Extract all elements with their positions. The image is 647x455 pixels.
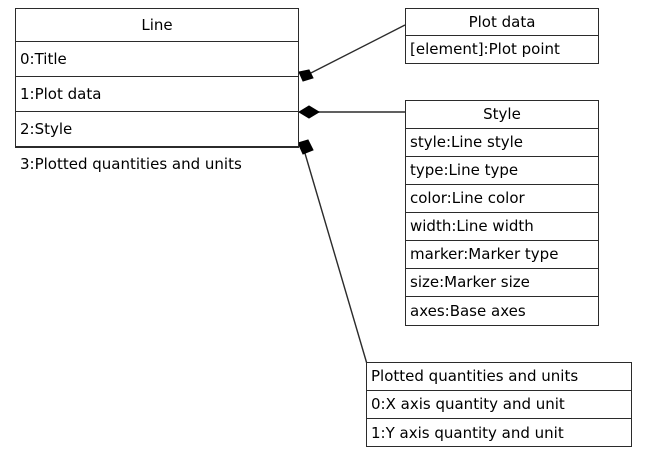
class-attribute-row: style:Line style [406, 129, 598, 157]
class-attribute-row: 1:Plot data [16, 77, 298, 112]
class-attribute-row: color:Line color [406, 185, 598, 213]
filled-diamond-icon [297, 139, 314, 155]
class-attribute-row: [element]:Plot point [410, 40, 560, 58]
class-attribute-row: 2:Style [16, 112, 298, 147]
class-title-plot-data: Plot data [406, 9, 598, 36]
class-title-plotted-quantities: Plotted quantities and units [367, 363, 631, 391]
filled-diamond-icon [298, 69, 314, 82]
class-attribute-row: size:Marker size [406, 269, 598, 297]
class-attribute-row: type:Line type [406, 157, 598, 185]
class-attribute-row: width:Line width [406, 213, 598, 241]
connector-line-to-plotted-quantities [297, 139, 368, 365]
class-box-plotted-quantities[interactable]: Plotted quantities and units 0:X axis qu… [366, 362, 632, 447]
class-attribute-row: marker:Marker type [406, 241, 598, 269]
class-attribute-row: 0:X axis quantity and unit [367, 391, 631, 419]
class-box-line[interactable]: Line 0:Title 1:Plot data 2:Style 3:Plott… [15, 8, 299, 172]
connector-line-to-plot-data [298, 24, 406, 82]
class-box-plot-data[interactable]: Plot data [element]:Plot point [405, 8, 599, 64]
class-title-style: Style [406, 101, 598, 129]
class-box-style[interactable]: Style style:Line style type:Line type co… [405, 100, 599, 326]
connector-line-to-style [298, 105, 405, 119]
filled-diamond-icon [298, 105, 320, 119]
class-attribute-row: axes:Base axes [410, 301, 526, 320]
class-attribute-row: 0:Title [16, 42, 298, 77]
class-title-line: Line [16, 9, 298, 42]
class-attribute-row: 1:Y axis quantity and unit [371, 423, 564, 442]
class-attribute-row: 3:Plotted quantities and units [20, 155, 242, 173]
